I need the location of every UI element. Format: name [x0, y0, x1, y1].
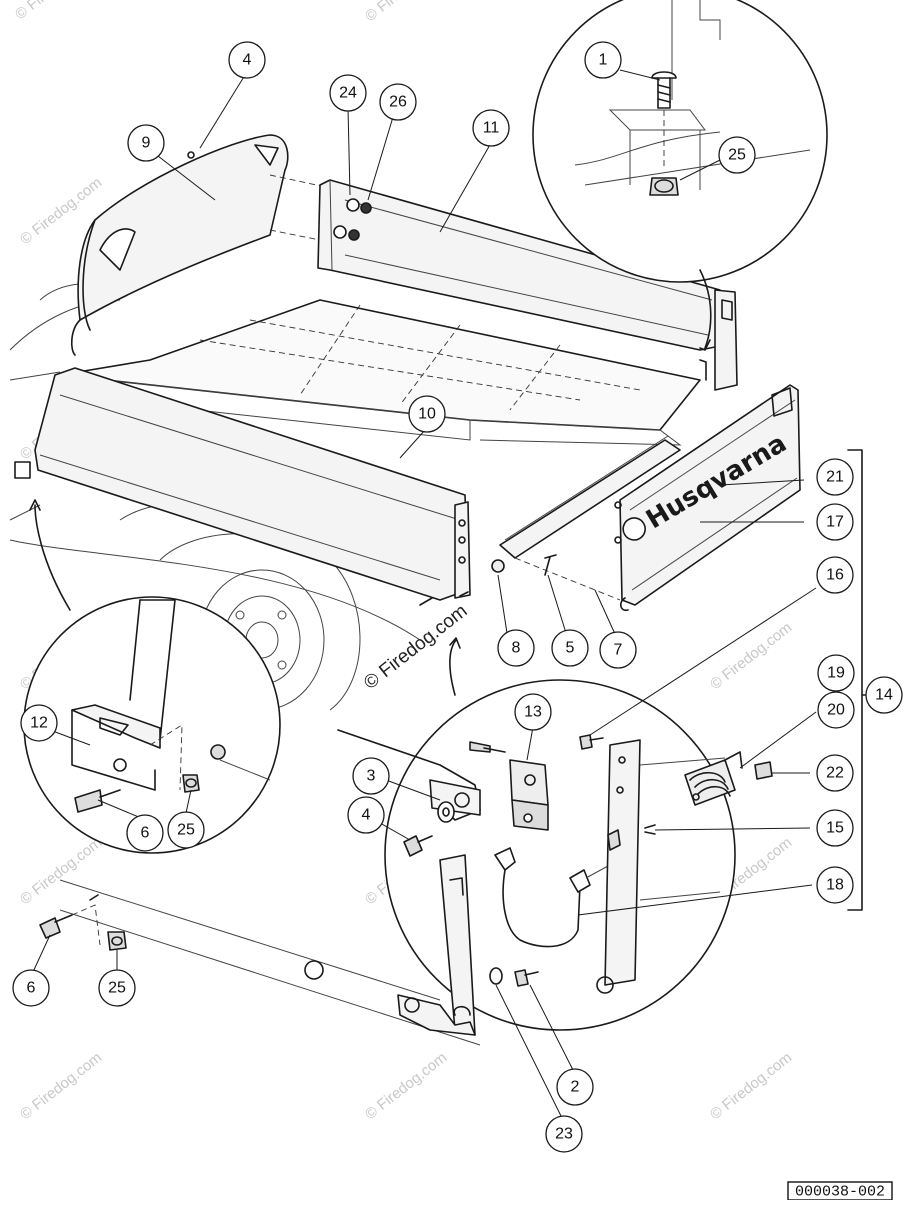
svg-text:24: 24 [339, 85, 357, 102]
svg-text:26: 26 [389, 94, 407, 111]
svg-text:4: 4 [243, 52, 252, 69]
watermark: © Firedog.com [707, 1049, 795, 1123]
svg-text:9: 9 [142, 135, 151, 152]
svg-text:25: 25 [108, 980, 126, 997]
callout-13: 13 [514, 693, 552, 731]
callout-23: 23 [545, 1115, 583, 1153]
detail-view-bottom [337, 637, 773, 1036]
svg-text:15: 15 [826, 820, 844, 837]
cargo-bed-floor [59, 299, 701, 446]
svg-text:7: 7 [614, 642, 623, 659]
watermark: © Firedog.com [17, 834, 105, 908]
drawing-code: 000038-002 [795, 1184, 885, 1201]
callout-14: 14 [865, 676, 903, 714]
svg-text:1: 1 [599, 52, 608, 69]
watermark: © Firedog.com [362, 1049, 450, 1123]
callout-3: 3 [352, 757, 390, 795]
svg-text:10: 10 [418, 406, 436, 423]
callout-7: 7 [599, 631, 637, 669]
front-panel [70, 134, 341, 356]
svg-text:25: 25 [177, 822, 195, 839]
callout-24: 24 [329, 74, 367, 112]
svg-text:12: 12 [30, 715, 48, 732]
side-rail [499, 435, 681, 601]
svg-text:5: 5 [566, 640, 575, 657]
callout-19: 19 [817, 654, 855, 692]
callout-18: 18 [816, 866, 854, 904]
callout-16: 16 [816, 556, 854, 594]
callout-25: 25 [718, 136, 756, 174]
svg-text:21: 21 [826, 469, 844, 486]
svg-text:11: 11 [483, 120, 500, 137]
callout-11: 11 [472, 109, 510, 147]
svg-text:2: 2 [571, 1079, 580, 1096]
drawing-code-box: 000038-002 [787, 1181, 893, 1201]
watermark: © Firedog.com [12, 0, 100, 23]
callout-12: 12 [20, 704, 58, 742]
callout-5: 5 [551, 629, 589, 667]
svg-text:19: 19 [827, 665, 845, 682]
watermark: © Firedog.com [362, 0, 450, 25]
rear-panel [317, 179, 738, 391]
callout-6: 6 [12, 969, 50, 1007]
svg-text:8: 8 [512, 640, 521, 657]
callout-26: 26 [379, 83, 417, 121]
svg-text:20: 20 [827, 702, 845, 719]
leader-lines [32, 69, 817, 1121]
callout-25: 25 [98, 969, 136, 1007]
watermark-main: © Firedog.com [360, 601, 471, 694]
callout-25: 25 [167, 811, 205, 849]
callout-9: 9 [127, 124, 165, 162]
svg-text:6: 6 [27, 980, 36, 997]
watermark: © Firedog.com [17, 1049, 105, 1123]
callout-1: 1 [584, 41, 622, 79]
svg-text:16: 16 [826, 567, 844, 584]
callout-2: 2 [556, 1068, 594, 1106]
svg-text:23: 23 [555, 1126, 573, 1143]
svg-text:18: 18 [826, 877, 844, 894]
lower-rail [39, 879, 481, 1046]
callout-15: 15 [816, 809, 854, 847]
callout-6: 6 [126, 814, 164, 852]
callout-4: 4 [228, 41, 266, 79]
svg-text:22: 22 [826, 765, 844, 782]
svg-text:6: 6 [141, 825, 150, 842]
svg-text:14: 14 [875, 687, 893, 704]
callout-4: 4 [347, 796, 385, 834]
svg-text:25: 25 [728, 147, 746, 164]
callouts: 1 2 3 4 4 5 6 6 7 8 9 10 11 12 13 14 15 … [12, 41, 903, 1153]
callout-20: 20 [817, 691, 855, 729]
svg-text:3: 3 [367, 768, 376, 785]
svg-text:17: 17 [826, 514, 844, 531]
callout-17: 17 [816, 503, 854, 541]
callout-22: 22 [816, 754, 854, 792]
callout-10: 10 [408, 395, 446, 433]
svg-text:13: 13 [524, 704, 542, 721]
callout-21: 21 [816, 458, 854, 496]
side-panel [14, 367, 557, 606]
svg-text:4: 4 [362, 807, 371, 824]
detail-view-left [23, 499, 281, 854]
callout-8: 8 [497, 629, 535, 667]
